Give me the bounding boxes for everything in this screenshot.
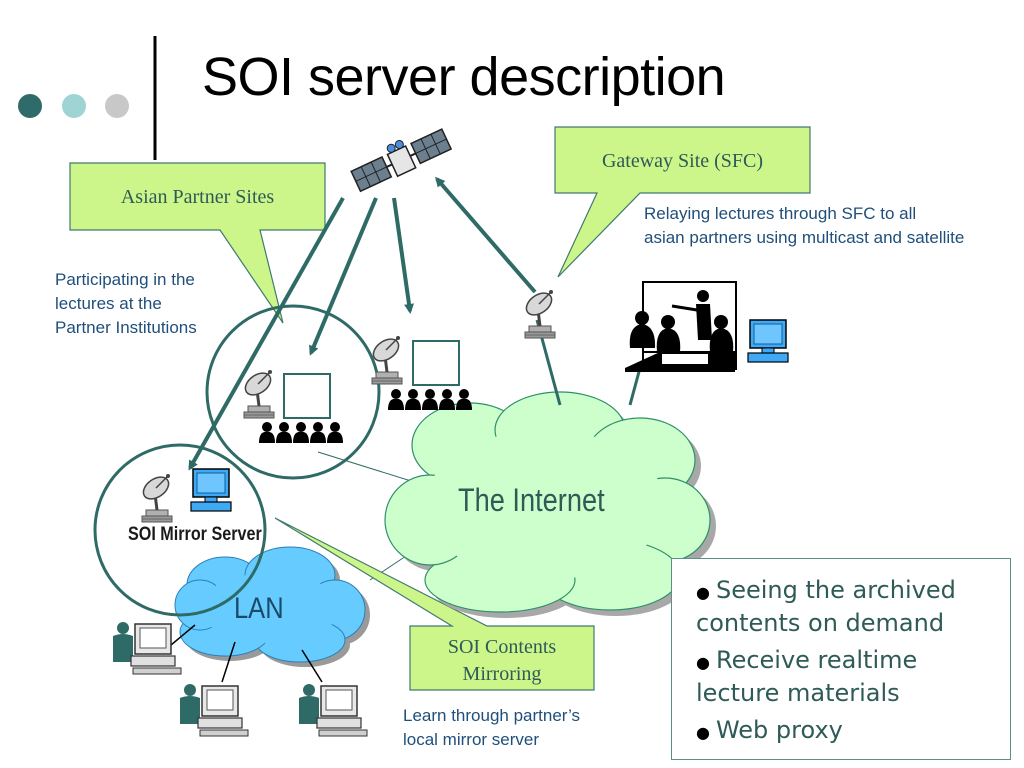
participating-note-line-1: Participating in the (55, 270, 195, 289)
decor-dot-dark (18, 94, 42, 118)
classroom-dish-icon (367, 333, 405, 386)
presentation-meeting-icon (625, 281, 737, 372)
features-list: ●Seeing the archived contents on demand … (696, 575, 956, 754)
lan-line-pc2 (221, 641, 236, 683)
participating-note-line-2: lectures at the (55, 294, 162, 313)
decor-dot-gray (105, 94, 129, 118)
lan-pc-3 (299, 684, 368, 737)
bullet-dot-icon: ● (696, 723, 710, 742)
gateway-computer-icon (747, 319, 789, 363)
features-box: ●Seeing the archived contents on demand … (671, 558, 1011, 760)
learn-note-line-2: local mirror server (403, 730, 540, 749)
feature-archived-line-1: Seeing the archived (715, 576, 956, 604)
partner-screen (283, 373, 331, 419)
mirror-dish-icon (137, 471, 175, 524)
participating-note-line-3: Partner Institutions (55, 318, 197, 337)
arrow-gateway-satellite (435, 176, 537, 294)
arrow-satellite-partner (309, 197, 378, 356)
partner-dish-icon (239, 367, 277, 420)
bullet-dot-icon: ● (696, 583, 710, 602)
callout-soi-contents-mirroring (274, 517, 595, 691)
partner-audience-icon (259, 422, 343, 443)
line-presentation-internet (628, 367, 642, 406)
callout-mirroring-line-2: Mirroring (462, 663, 542, 685)
lan-line-pc3 (301, 649, 323, 683)
participating-note: Participating in the lectures at the Par… (55, 268, 197, 340)
slide-title: SOI server description (202, 47, 726, 107)
feature-realtime-line-1: Receive realtime (715, 646, 918, 674)
callout-gateway-site (554, 126, 811, 278)
lan-cloud (174, 546, 370, 667)
relaying-note-line-2: asian partners using multicast and satel… (644, 228, 965, 247)
classroom-screen (412, 340, 460, 386)
lan-label: LAN (234, 592, 284, 625)
callout-mirroring-line-1: SOI Contents (447, 636, 557, 658)
bullet-dot-icon: ● (696, 653, 710, 672)
arrow-satellite-classroom (392, 197, 414, 314)
feature-archived-line-2: contents on demand (696, 609, 945, 637)
callout-asian-partner-sites (69, 162, 326, 324)
feature-bullet-proxy: ● Web proxy (696, 715, 956, 748)
gateway-dish-icon (520, 287, 558, 340)
learn-note: Learn through partner’s local mirror ser… (403, 704, 580, 752)
decor-dot-light (62, 94, 86, 118)
relaying-note-line-1: Relaying lectures through SFC to all (644, 204, 917, 223)
mirror-server-circle (93, 443, 267, 617)
lan-pc-1 (113, 622, 182, 675)
internet-cloud (384, 391, 716, 618)
partner-site-circle (205, 304, 381, 480)
feature-bullet-archived: ● Seeing the archived contents on demand (696, 575, 956, 639)
mirror-server-computer-icon (190, 468, 232, 512)
callout-gateway-site-label: Gateway Site (SFC) (601, 150, 764, 172)
satellite-icon (350, 128, 453, 193)
feature-realtime-line-2: lecture materials (696, 679, 900, 707)
arrow-satellite-mirror (188, 197, 345, 471)
relaying-note: Relaying lectures through SFC to all asi… (644, 202, 964, 250)
mirror-server-label: SOI Mirror Server (128, 524, 262, 545)
internet-label: The Internet (458, 482, 605, 518)
lan-pc-2 (180, 684, 249, 737)
learn-note-line-1: Learn through partner’s (403, 706, 581, 725)
feature-bullet-realtime: ● Receive realtime lecture materials (696, 645, 956, 709)
classroom-audience-icon (388, 389, 472, 410)
callout-soi-contents-mirroring-label: SOI Contents Mirroring (410, 634, 594, 688)
feature-proxy-line-1: Web proxy (715, 716, 843, 744)
callout-asian-partner-sites-label: Asian Partner Sites (120, 186, 275, 208)
